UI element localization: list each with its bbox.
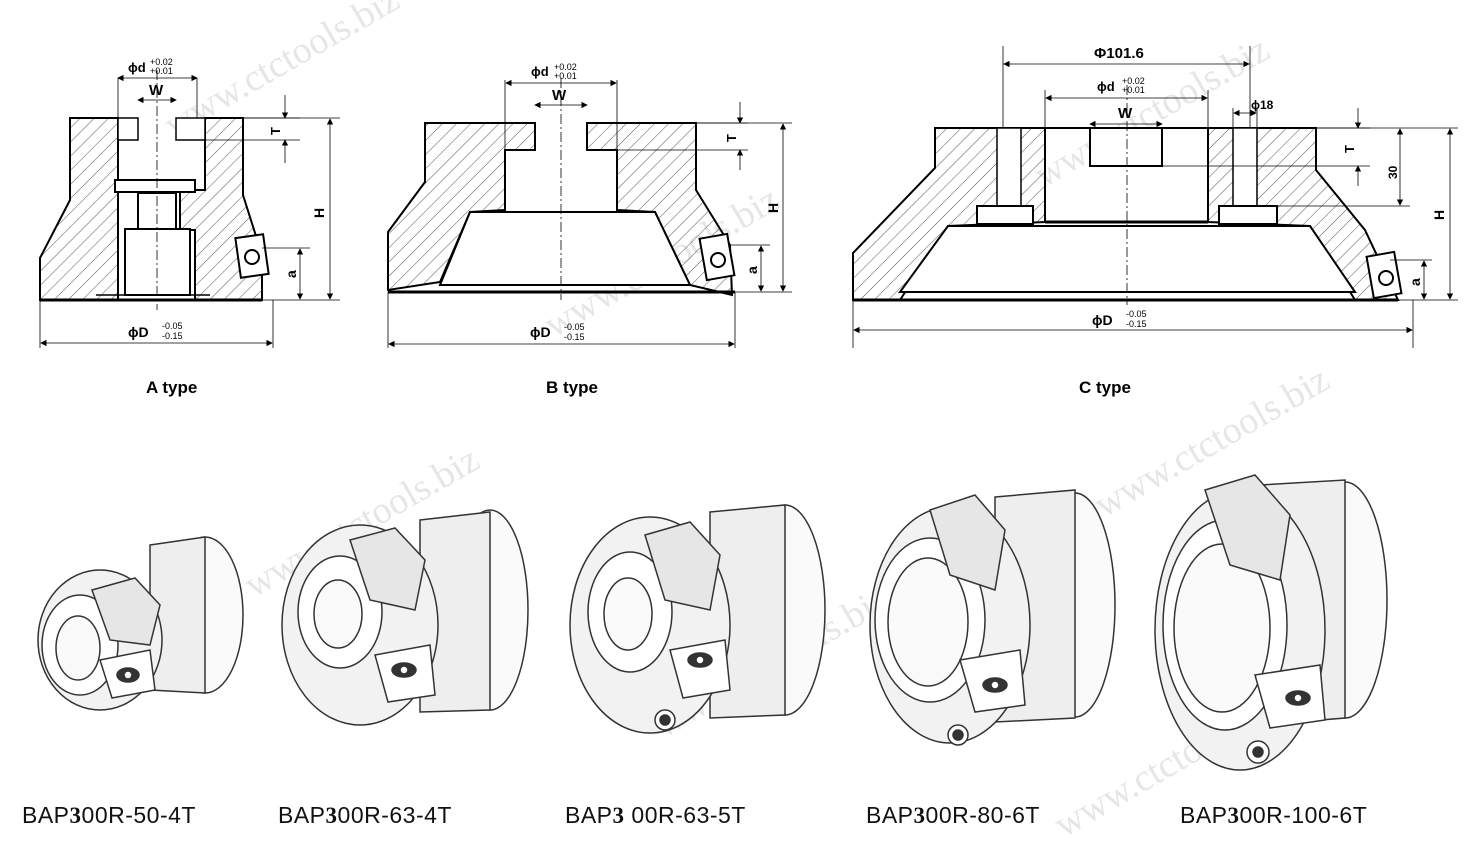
- cutter-illustration-1: [37, 536, 244, 711]
- c-d-tol-low: +0.01: [1122, 85, 1145, 95]
- c-d-tol-up: +0.02: [1122, 76, 1145, 86]
- c-w-label: W: [1118, 105, 1133, 122]
- model-suffix: 00R-50-4T: [81, 802, 196, 828]
- a-d-tol-low: +0.01: [150, 66, 173, 76]
- a-D-tol-low: -0.15: [162, 331, 183, 341]
- cutter-illustration-2: [281, 509, 529, 726]
- c-type-label: C type: [1079, 378, 1131, 397]
- b-a-label: a: [744, 266, 760, 274]
- b-d-tol-low: +0.01: [554, 71, 577, 81]
- model-digit: 3: [325, 803, 338, 828]
- c-D-label: ϕD: [1092, 312, 1113, 328]
- model-suffix: 00R-63-4T: [337, 802, 452, 828]
- model-digit: 3: [913, 803, 926, 828]
- c-type-drawing: Φ101.6 ϕd +0.02 +0.01 W ϕ18 T 30: [852, 45, 1458, 348]
- cutter-illustration-4: [869, 489, 1116, 746]
- b-type-drawing: ϕd +0.02 +0.01 W T H a ϕD: [387, 62, 792, 348]
- a-w-label: W: [149, 82, 164, 99]
- a-d-label: ϕd: [128, 60, 146, 75]
- model-label-1: BAP300R-50-4T: [22, 802, 196, 829]
- c-h-label: H: [1431, 210, 1447, 220]
- model-label-4: BAP300R-80-6T: [866, 802, 1040, 829]
- model-prefix: BAP: [565, 802, 613, 828]
- c-hole-label: ϕ18: [1251, 98, 1274, 112]
- model-prefix: BAP: [866, 802, 914, 828]
- a-t-label: T: [268, 127, 283, 135]
- a-a-label: a: [283, 270, 299, 278]
- cutter-illustration-3: [569, 504, 826, 734]
- model-suffix: 00R-63-5T: [624, 802, 746, 828]
- model-suffix: 00R-80-6T: [925, 802, 1040, 828]
- a-type-label: A type: [146, 378, 198, 397]
- b-D-tol-low: -0.15: [564, 332, 585, 342]
- model-digit: 3: [612, 803, 625, 828]
- a-h-label: H: [311, 208, 327, 218]
- model-digit: 3: [1227, 803, 1240, 828]
- b-t-label: T: [724, 134, 739, 142]
- model-prefix: BAP: [1180, 802, 1228, 828]
- a-type-drawing: ϕd +0.02 +0.01 W T H a ϕD: [39, 57, 340, 348]
- c-d-label: ϕd: [1097, 79, 1115, 94]
- model-prefix: BAP: [22, 802, 70, 828]
- b-d-tol-up: +0.02: [554, 62, 577, 72]
- b-d-label: ϕd: [531, 64, 549, 79]
- b-type-label: B type: [546, 378, 598, 397]
- model-label-5: BAP300R-100-6T: [1180, 802, 1367, 829]
- c-D-tol-low: -0.15: [1126, 319, 1147, 329]
- c-depth-label: 30: [1386, 165, 1400, 179]
- model-suffix: 00R-100-6T: [1239, 802, 1368, 828]
- model-prefix: BAP: [278, 802, 326, 828]
- model-label-3: BAP3 00R-63-5T: [565, 802, 746, 829]
- a-D-tol-up: -0.05: [162, 321, 183, 331]
- b-D-label: ϕD: [530, 324, 551, 340]
- b-D-tol-up: -0.05: [564, 322, 585, 332]
- model-label-2: BAP300R-63-4T: [278, 802, 452, 829]
- a-d-tol-up: +0.02: [150, 57, 173, 67]
- b-w-label: W: [552, 87, 567, 104]
- c-a-label: a: [1407, 278, 1423, 286]
- b-h-label: H: [765, 203, 781, 213]
- a-D-label: ϕD: [128, 324, 149, 340]
- c-outer-label: Φ101.6: [1094, 45, 1144, 62]
- c-t-label: T: [1342, 145, 1357, 153]
- cutter-illustration-5: [1154, 474, 1388, 771]
- c-D-tol-up: -0.05: [1126, 309, 1147, 319]
- model-digit: 3: [69, 803, 82, 828]
